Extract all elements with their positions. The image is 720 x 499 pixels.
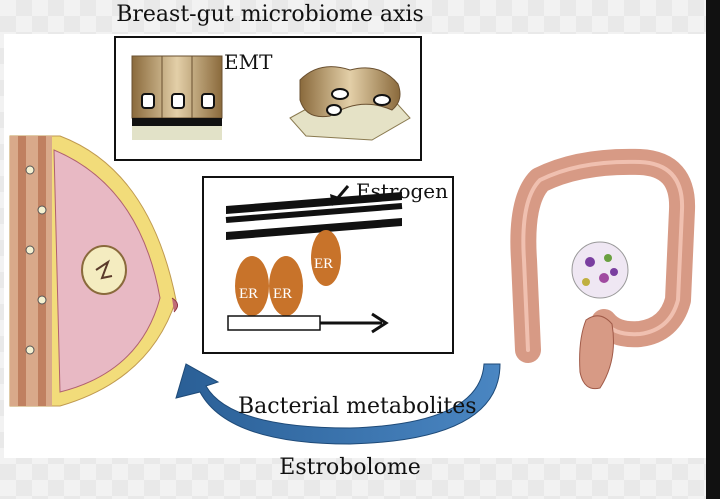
bacterial-metabolites-arrow bbox=[175, 363, 501, 445]
gut-bacteria-icon bbox=[571, 241, 629, 299]
gene-box bbox=[227, 315, 321, 331]
er-receptor-2 bbox=[269, 256, 303, 316]
bacterial-metabolites-label: Bacterial metabolites bbox=[238, 394, 477, 419]
cell-membrane-icon bbox=[225, 192, 403, 240]
emt-label: EMT bbox=[224, 50, 273, 74]
er-text-membrane: ER bbox=[314, 256, 333, 272]
er-text-2: ER bbox=[273, 286, 292, 302]
colon-illustration-icon bbox=[510, 148, 696, 363]
transcription-arrow-icon bbox=[320, 312, 389, 334]
estrobolome-label: Estrobolome bbox=[279, 455, 421, 480]
epithelial-cells-icon bbox=[131, 55, 223, 140]
estrogen-arrow-icon bbox=[330, 185, 350, 206]
breast-illustration-icon bbox=[9, 135, 178, 407]
rectum-icon bbox=[579, 315, 614, 390]
er-receptor-1 bbox=[235, 256, 269, 316]
black-edge-bar bbox=[706, 0, 720, 499]
er-text-1: ER bbox=[239, 286, 258, 302]
er-receptor-membrane bbox=[311, 230, 341, 286]
mesenchymal-cells-icon bbox=[289, 66, 411, 141]
figure-title: Breast-gut microbiome axis bbox=[116, 2, 424, 27]
